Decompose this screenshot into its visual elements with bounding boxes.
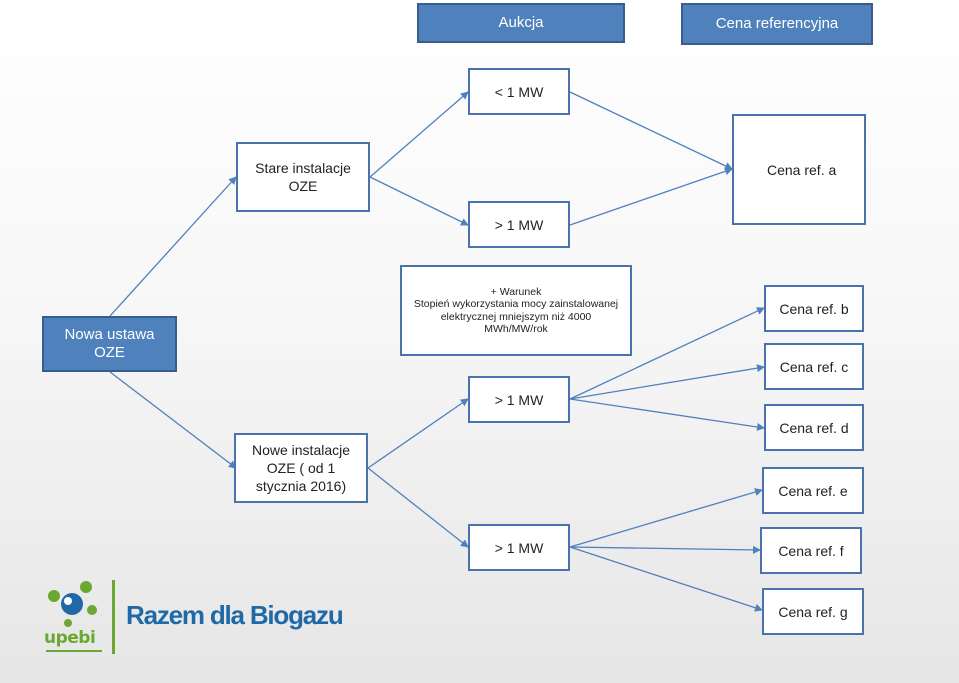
- cena-ref-d: Cena ref. d: [764, 404, 864, 451]
- arrow-lt1mw-to-cena-a: [569, 91, 733, 170]
- cena-ref-g: Cena ref. g: [762, 588, 864, 635]
- nowe-instalacje-node: Nowe instalacje OZE ( od 1 stycznia 2016…: [234, 433, 368, 503]
- upebi-logo: upebi: [40, 578, 110, 654]
- arrow-gt1mw-to-cena-a: [569, 167, 733, 226]
- gt1mw-node-b: > 1 MW: [468, 376, 570, 423]
- arrow-to-cena-c: [569, 364, 765, 400]
- arrow-nowe-to-gt1mw-b: [367, 398, 469, 469]
- logo-divider: [112, 580, 115, 654]
- cena-referencyjna-header: Cena referencyjna: [681, 3, 873, 45]
- nowa-ustawa-node: Nowa ustawa OZE: [42, 316, 177, 372]
- razem-dla-biogazu-logo: Razem dla Biogazu: [126, 600, 344, 630]
- arrow-to-cena-e: [569, 488, 763, 548]
- stare-instalacje-node: Stare instalacje OZE: [236, 142, 370, 212]
- gt1mw-node-a: > 1 MW: [468, 201, 570, 248]
- arrow-ustawa-to-nowe: [109, 371, 237, 469]
- arrow-stare-to-lt1mw: [369, 91, 469, 178]
- arrow-to-cena-b: [569, 307, 765, 400]
- cena-ref-e: Cena ref. e: [762, 467, 864, 514]
- cena-ref-b: Cena ref. b: [764, 285, 864, 332]
- cena-ref-c: Cena ref. c: [764, 343, 864, 390]
- warunek-text: Stopień wykorzystania mocy zainstalowane…: [413, 298, 619, 335]
- arrow-ustawa-to-stare: [109, 176, 237, 317]
- arrow-to-cena-f: [569, 545, 761, 554]
- arrow-nowe-to-gt1mw-c: [367, 467, 469, 548]
- aukcja-header: Aukcja: [417, 3, 625, 43]
- upebi-logo-icon: [46, 581, 102, 652]
- cena-ref-f: Cena ref. f: [760, 527, 862, 574]
- arrow-to-cena-d: [569, 398, 765, 431]
- cena-ref-a: Cena ref. a: [732, 114, 866, 225]
- warunek-node: + Warunek Stopień wykorzystania mocy zai…: [400, 265, 632, 356]
- upebi-text: upebi: [44, 628, 96, 648]
- arrow-stare-to-gt1mw: [369, 176, 469, 226]
- warunek-title: + Warunek: [490, 285, 542, 298]
- arrow-to-cena-g: [569, 546, 763, 612]
- lt1mw-node: < 1 MW: [468, 68, 570, 115]
- gt1mw-node-c: > 1 MW: [468, 524, 570, 571]
